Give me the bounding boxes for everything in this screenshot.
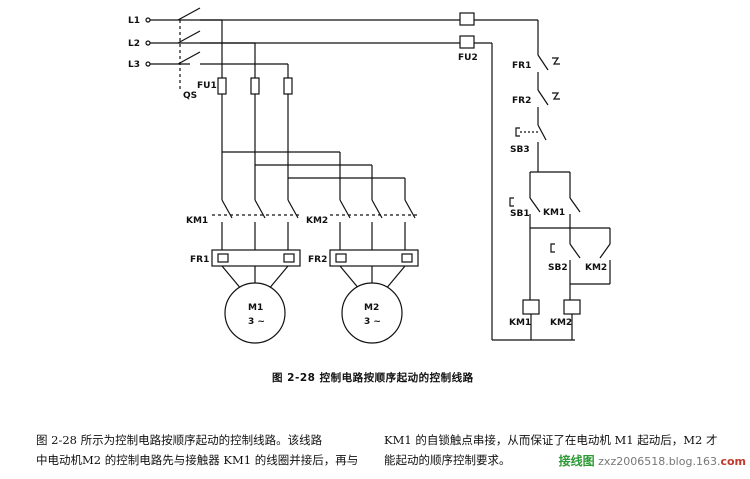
- label-m1: M1: [248, 303, 263, 313]
- label-m2: M2: [364, 303, 379, 313]
- label-fr2-ctrl: FR2: [512, 96, 531, 106]
- label-fr1-ctrl: FR1: [512, 61, 531, 71]
- label-m1-phase: 3 ~: [248, 317, 265, 327]
- label-km1-aux: KM1: [543, 208, 565, 218]
- paragraph-right-line1: KM1 的自锁触点串接，从而保证了在电动机 M1 起动后，M2 才: [384, 433, 718, 447]
- label-fr2-power: FR2: [308, 255, 327, 265]
- label-l2: L2: [128, 39, 140, 49]
- motor-m2: [341, 282, 403, 344]
- label-fu1: FU1: [197, 81, 217, 91]
- label-l3: L3: [128, 60, 140, 70]
- watermark-tld: com: [720, 455, 746, 468]
- figure-caption: 图 2-28 控制电路按顺序起动的控制线路: [272, 372, 474, 384]
- label-fu2: FU2: [458, 53, 478, 63]
- label-sb2: SB2: [548, 263, 568, 273]
- fu1-fuses: [200, 19, 406, 200]
- km1-main-contacts: [212, 160, 300, 250]
- paragraph-right-line2: 能起动的顺序控制要求。: [384, 453, 511, 467]
- label-km2-coil: KM2: [550, 318, 572, 328]
- watermark-brand: 接线图: [558, 454, 595, 468]
- label-qs: QS: [183, 91, 197, 101]
- label-fr1-power: FR1: [190, 255, 209, 265]
- fr1-thermal-relay: [211, 249, 301, 291]
- km2-main-contacts: [330, 199, 418, 250]
- label-km2-aux: KM2: [585, 263, 607, 273]
- label-km1-coil: KM1: [509, 318, 531, 328]
- label-km1-power: KM1: [186, 216, 208, 226]
- motor-m1: [224, 282, 286, 344]
- label-sb3: SB3: [510, 145, 530, 155]
- label-l1: L1: [128, 16, 140, 26]
- label-m2-phase: 3 ~: [364, 317, 381, 327]
- watermark: 接线图 zxz2006518.blog.163.com: [559, 452, 746, 469]
- label-km2-power: KM2: [306, 216, 328, 226]
- control-circuit: [459, 12, 611, 341]
- watermark-text: zxz2006518.blog.163.: [598, 455, 721, 468]
- label-sb1: SB1: [510, 209, 530, 219]
- supply-lines: [145, 17, 460, 67]
- fr2-thermal-relay: [329, 249, 419, 291]
- qs-switch: [177, 7, 201, 90]
- paragraph-left-line2: 中电动机M2 的控制电路先与接触器 KM1 的线圈并接后，再与: [36, 453, 359, 467]
- paragraph-left-line1: 图 2-28 所示为控制电路按顺序起动的控制线路。该线路: [36, 433, 323, 447]
